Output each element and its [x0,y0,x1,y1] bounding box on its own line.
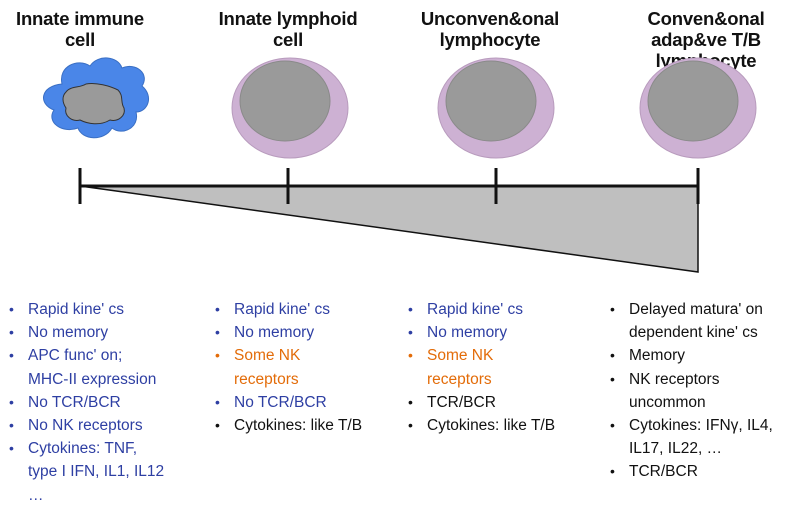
feature-item: TCR/BCR [401,391,597,414]
feature-item: Cytokines: like T/B [401,414,597,437]
features-innate-lymphoid-cell: Rapid kine' csNo memorySome NK receptors… [208,298,398,437]
feature-item: Delayed matura' on dependent kine' cs [603,298,800,344]
feature-item: No TCR/BCR [208,391,398,414]
feature-item: Cytokines: TNF, type I IFN, IL1, IL12 … [2,437,200,507]
title-conventional-lymphocyte: Conven&onal adap&ve T/B lymphocyte [647,8,765,71]
feature-item: TCR/BCR [603,460,800,483]
feature-item: No NK receptors [2,414,200,437]
unconventional-lymphocyte-icon [437,57,555,159]
feature-item: Cytokines: like T/B [208,414,398,437]
spectrum-wedge [79,185,699,273]
innate-lymphoid-nucleus [239,60,331,142]
innate-cell-nucleus [62,83,125,125]
feature-item: Rapid kine' cs [401,298,597,321]
innate-lymphoid-cell-icon [231,57,349,159]
features-unconventional-lymphocyte: Rapid kine' csNo memorySome NK receptors… [401,298,597,437]
unconventional-lymphocyte-nucleus [445,60,537,142]
feature-item: Memory [603,344,800,367]
conventional-lymphocyte-nucleus [647,60,739,142]
lymphocyte-spectrum-diagram [43,57,757,273]
feature-item: NK receptors uncommon [603,368,800,414]
feature-item: Rapid kine' cs [208,298,398,321]
title-innate-immune-cell: Innate immune cell [16,8,144,50]
feature-item: Cytokines: IFNγ, IL4, IL17, IL22, … [603,414,800,460]
feature-item: No memory [208,321,398,344]
feature-item: No TCR/BCR [2,391,200,414]
innate-immune-cell-icon [43,57,150,139]
feature-item: APC func' on; MHC-II expression [2,344,200,390]
title-innate-lymphoid-cell: Innate lymphoid cell [218,8,358,50]
feature-item: Some NK receptors [401,344,597,390]
feature-item: Rapid kine' cs [2,298,200,321]
conventional-lymphocyte-icon [639,57,757,159]
title-unconventional-lymphocyte: Unconven&onal lymphocyte [420,8,560,50]
feature-item: No memory [401,321,597,344]
features-conventional-lymphocyte: Delayed matura' on dependent kine' csMem… [603,298,800,484]
feature-item: No memory [2,321,200,344]
features-innate-immune-cell: Rapid kine' csNo memoryAPC func' on; MHC… [2,298,200,507]
feature-item: Some NK receptors [208,344,398,390]
